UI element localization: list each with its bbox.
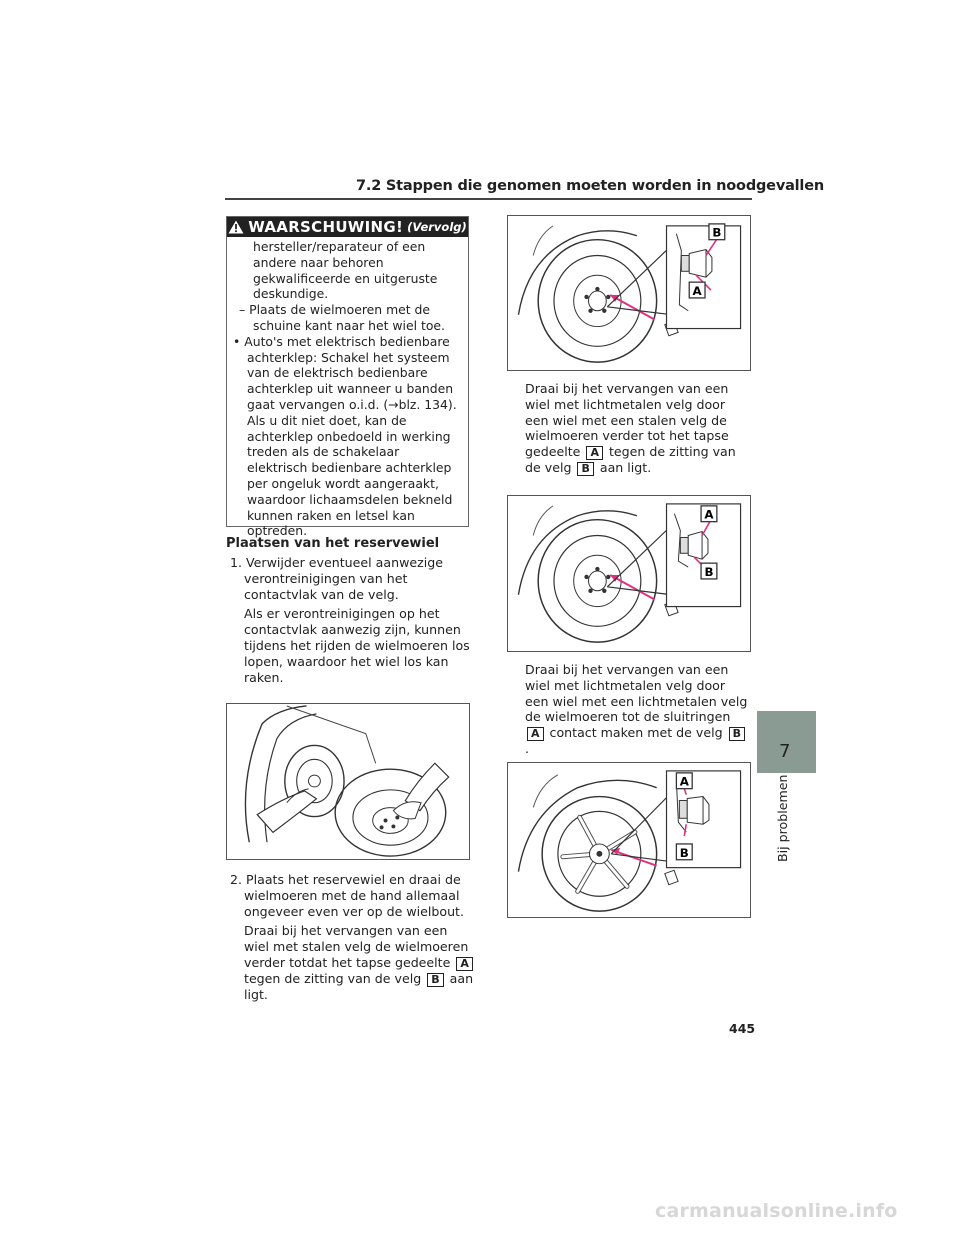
step-1-note: Als er verontreinigingen op het contactv… — [244, 606, 470, 685]
right-text-2: Draai bij het vervangen van een wiel met… — [525, 662, 750, 757]
right-text-2-c: . — [525, 741, 530, 757]
fig1-label-b: B — [712, 226, 721, 240]
right-text-2-b: contact maken met de velg — [549, 725, 723, 741]
fig3-label-b: B — [680, 846, 689, 860]
warning-text-1: hersteller/reparateur of een andere naar… — [253, 239, 438, 302]
chapter-tab — [757, 711, 816, 773]
header-rule — [225, 198, 752, 200]
alloy-alloy-nut-illustration: A B — [517, 770, 742, 912]
warning-continued: (Vervolg) — [407, 220, 467, 234]
figure-clean-hub — [226, 703, 470, 860]
right-text-1: Draai bij het vervangen van een wiel met… — [525, 381, 750, 477]
step-1: 1. Verwijder eventueel aanwezige verontr… — [230, 555, 475, 685]
step-2-note-a: Draai bij het vervangen van een wiel met… — [244, 923, 469, 970]
warning-body: hersteller/reparateur of een andere naar… — [227, 237, 468, 539]
right-text-1-a: Draai bij het vervangen van een wiel met… — [525, 381, 729, 460]
figure-alloy-steel-nut: A B — [507, 495, 751, 652]
step-2: 2. Plaats het reservewiel en draai de wi… — [230, 872, 475, 1003]
warning-text-3: • Auto's met elektrisch bedienbare achte… — [233, 333, 457, 539]
fig2-label-b: B — [704, 565, 713, 579]
warning-title: WAARSCHUWING! — [248, 218, 404, 236]
label-b-badge: B — [728, 727, 746, 742]
right-text-2-content: Draai bij het vervangen van een wiel met… — [525, 662, 750, 757]
step-1-text: 1. Verwijder eventueel aanwezige verontr… — [230, 555, 443, 602]
warning-header: WAARSCHUWING! (Vervolg) — [227, 217, 468, 237]
fig3-label-a: A — [680, 775, 690, 789]
label-a-badge: A — [527, 727, 544, 742]
section-title: Plaatsen van het reservewiel — [226, 536, 440, 551]
warning-text-2: – Plaats de wielmoeren met de schuine ka… — [239, 302, 445, 333]
figure-steel-nut: B A — [507, 215, 751, 371]
step-2-note-b: tegen de zitting van de velg — [244, 970, 422, 986]
section-header: 7.2 Stappen die genomen moeten worden in… — [356, 178, 824, 194]
warning-icon — [228, 220, 244, 234]
fig1-label-a: A — [693, 284, 703, 298]
steel-nut-illustration: B A — [517, 223, 742, 363]
label-a-badge: A — [586, 446, 603, 461]
right-text-1-content: Draai bij het vervangen van een wiel met… — [525, 381, 750, 477]
clean-hub-illustration — [244, 705, 450, 857]
right-text-1-b: tegen de zitting van de velg — [525, 444, 736, 476]
label-b-badge: B — [427, 972, 444, 987]
alloy-steel-nut-illustration: A B — [517, 503, 742, 643]
chapter-title: Bij problemen — [775, 774, 790, 862]
figure-alloy-alloy-nut: A B — [507, 762, 751, 918]
fig2-label-a: A — [704, 508, 714, 522]
chapter-number: 7 — [779, 741, 791, 762]
label-a-badge: A — [456, 956, 473, 971]
watermark: carmanualsonline.info — [655, 1200, 898, 1222]
step-2-note: Draai bij het vervangen van een wiel met… — [230, 923, 475, 1002]
page-number: 445 — [729, 1021, 756, 1036]
right-text-1-c: aan ligt. — [599, 460, 652, 476]
step-2-note-c: aan ligt. — [244, 970, 474, 1002]
warning-box: WAARSCHUWING! (Vervolg) hersteller/repar… — [226, 216, 469, 538]
step-2-text: 2. Plaats het reservewiel en draai de wi… — [230, 872, 464, 919]
label-b-badge: B — [577, 462, 594, 477]
right-text-2-a: Draai bij het vervangen van een wiel met… — [525, 662, 748, 725]
